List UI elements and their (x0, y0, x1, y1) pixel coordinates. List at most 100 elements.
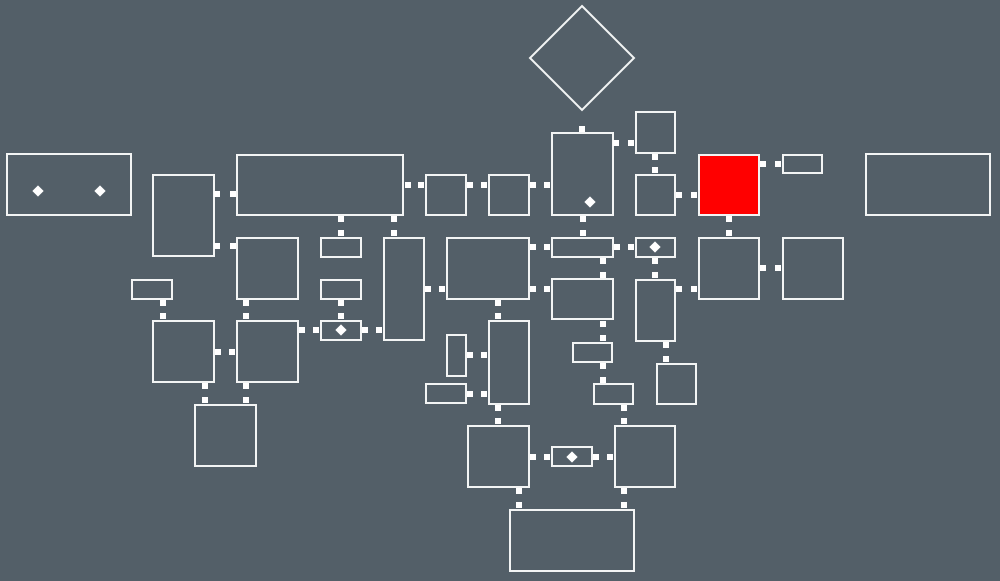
room[interactable] (194, 404, 257, 467)
room[interactable] (614, 425, 676, 488)
room[interactable] (635, 237, 676, 258)
room[interactable] (698, 237, 760, 300)
room[interactable] (551, 132, 614, 216)
door-marker (467, 391, 473, 397)
room[interactable] (152, 174, 215, 257)
room[interactable] (635, 279, 676, 342)
current-room[interactable] (698, 154, 760, 216)
door-marker (230, 243, 236, 249)
door-marker (376, 327, 382, 333)
room[interactable] (320, 237, 362, 258)
room[interactable] (467, 425, 530, 488)
room[interactable] (320, 279, 362, 300)
door-marker (600, 363, 606, 369)
door-marker (243, 383, 249, 389)
door-marker (495, 300, 501, 306)
door-marker (160, 300, 166, 306)
door-marker (652, 258, 658, 264)
door-marker (202, 383, 208, 389)
door-marker (621, 502, 627, 508)
door-marker (530, 182, 536, 188)
door-marker (338, 216, 344, 222)
door-marker (243, 300, 249, 306)
door-marker (614, 244, 620, 250)
door-marker (214, 243, 220, 249)
door-marker (760, 161, 766, 167)
door-marker (544, 244, 550, 250)
door-marker (775, 161, 781, 167)
door-marker (362, 327, 368, 333)
door-marker (775, 265, 781, 271)
room[interactable] (446, 334, 467, 377)
door-marker (229, 349, 235, 355)
door-marker (652, 167, 658, 173)
room[interactable] (152, 320, 215, 383)
door-marker (628, 244, 634, 250)
door-marker (313, 327, 319, 333)
door-marker (481, 391, 487, 397)
room[interactable] (446, 237, 530, 300)
room[interactable] (782, 154, 823, 174)
door-marker (600, 258, 606, 264)
room[interactable] (656, 363, 697, 405)
door-marker (516, 488, 522, 494)
door-marker (580, 216, 586, 222)
door-marker (726, 216, 732, 222)
door-marker (600, 335, 606, 341)
room[interactable] (551, 446, 593, 467)
door-marker (676, 192, 682, 198)
room[interactable] (635, 111, 676, 154)
room[interactable] (509, 509, 635, 572)
room[interactable] (320, 320, 362, 341)
door-marker (439, 286, 445, 292)
door-marker (663, 342, 669, 348)
room[interactable] (236, 237, 299, 300)
door-marker (495, 418, 501, 424)
room[interactable] (236, 320, 299, 383)
room[interactable] (425, 174, 467, 216)
door-marker (544, 286, 550, 292)
room[interactable] (236, 154, 404, 216)
room[interactable] (425, 383, 467, 404)
door-marker (391, 230, 397, 236)
room[interactable] (6, 153, 132, 216)
room[interactable] (782, 237, 844, 300)
door-marker (663, 356, 669, 362)
door-marker (544, 454, 550, 460)
door-marker (243, 313, 249, 319)
door-marker (214, 191, 220, 197)
door-marker (230, 191, 236, 197)
door-marker (691, 286, 697, 292)
door-marker (202, 397, 208, 403)
room[interactable] (635, 174, 676, 216)
room[interactable] (865, 153, 991, 216)
door-marker (405, 182, 411, 188)
door-marker (652, 272, 658, 278)
door-marker (676, 286, 682, 292)
door-marker (495, 313, 501, 319)
room[interactable] (131, 279, 173, 300)
door-marker (600, 321, 606, 327)
room[interactable] (383, 237, 425, 341)
door-marker (338, 300, 344, 306)
door-marker (425, 286, 431, 292)
door-marker (607, 454, 613, 460)
door-marker (621, 405, 627, 411)
door-marker (467, 352, 473, 358)
room[interactable] (488, 174, 530, 216)
door-marker (516, 502, 522, 508)
door-marker (621, 418, 627, 424)
door-marker (530, 244, 536, 250)
room[interactable] (551, 237, 614, 258)
room[interactable] (488, 320, 530, 405)
entrance-diamond (528, 4, 636, 112)
room[interactable] (572, 342, 613, 363)
room[interactable] (551, 278, 614, 320)
door-marker (338, 230, 344, 236)
door-marker (580, 230, 586, 236)
door-marker (593, 454, 599, 460)
door-marker (691, 192, 697, 198)
door-marker (600, 377, 606, 383)
room[interactable] (593, 383, 634, 405)
